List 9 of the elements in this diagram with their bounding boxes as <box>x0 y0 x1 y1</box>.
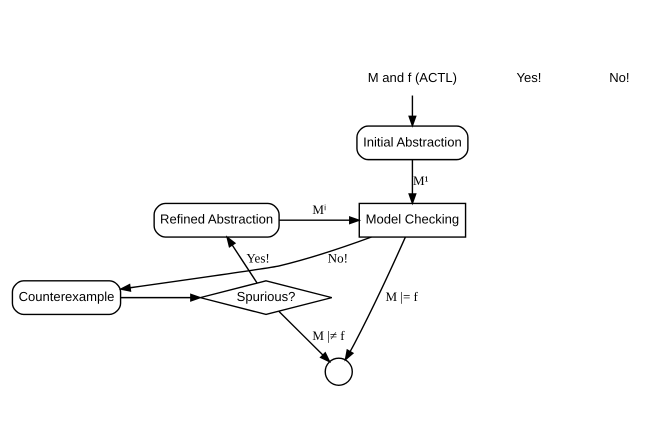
label: Yes! <box>516 70 542 85</box>
node-text: M and f (ACTL) <box>368 70 458 85</box>
label: No! <box>609 70 630 85</box>
edge-label: Yes! <box>246 250 270 266</box>
edge-label: M¹ <box>413 172 429 188</box>
edge-label: M |= f <box>385 289 418 304</box>
edge-label: Mⁱ <box>312 202 326 217</box>
edge-label: M |≠ f <box>312 328 345 343</box>
edge-label: No! <box>328 250 348 266</box>
